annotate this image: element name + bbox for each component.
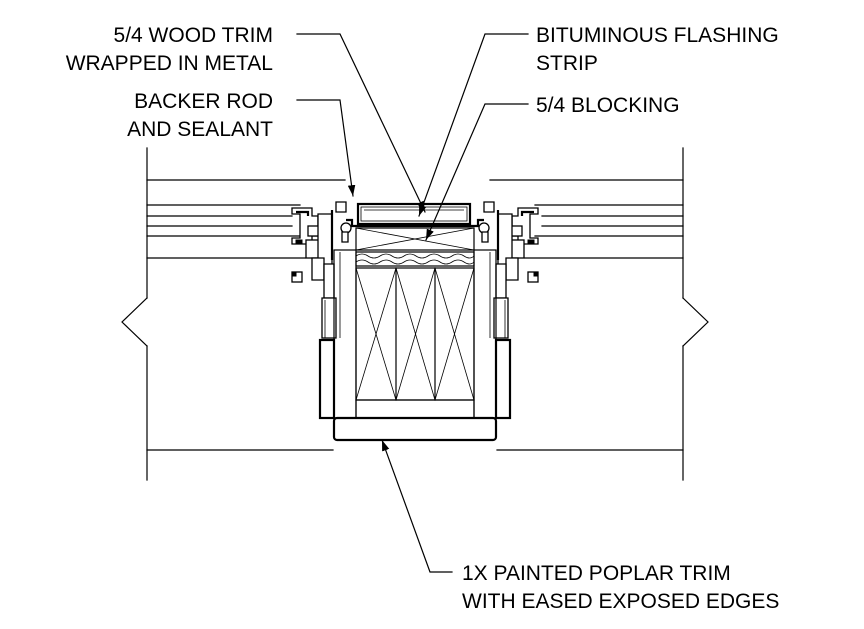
callout-wood-trim: 5/4 WOOD TRIM WRAPPED IN METAL [66,24,273,75]
callout-backer-rod-line-1: BACKER ROD [134,90,273,113]
callout-poplar-trim-line-1: 1X PAINTED POPLAR TRIM [462,562,731,585]
left-window-unit [121,147,346,481]
mullion-assembly [318,202,512,442]
leader-lines [296,33,529,573]
callout-wood-trim-line-1: 5/4 WOOD TRIM [114,24,273,47]
left-sash-profile [291,201,352,339]
right-window-unit [489,147,709,481]
callout-backer-rod: BACKER ROD AND SEALANT [127,90,273,141]
right-sash-profile [478,201,539,339]
callout-poplar-trim-line-2: WITH EASED EXPOSED EDGES [462,590,779,613]
callout-flashing-line-1: BITUMINOUS FLASHING [536,24,779,47]
callout-blocking-line-1: 5/4 BLOCKING [536,94,680,117]
callout-backer-rod-line-2: AND SEALANT [127,118,273,141]
callout-flashing: BITUMINOUS FLASHING STRIP [536,24,779,75]
callout-flashing-line-2: STRIP [536,52,598,75]
callout-blocking: 5/4 BLOCKING [536,94,680,117]
callout-poplar-trim: 1X PAINTED POPLAR TRIM WITH EASED EXPOSE… [462,562,779,613]
callout-wood-trim-line-2: WRAPPED IN METAL [66,52,273,75]
